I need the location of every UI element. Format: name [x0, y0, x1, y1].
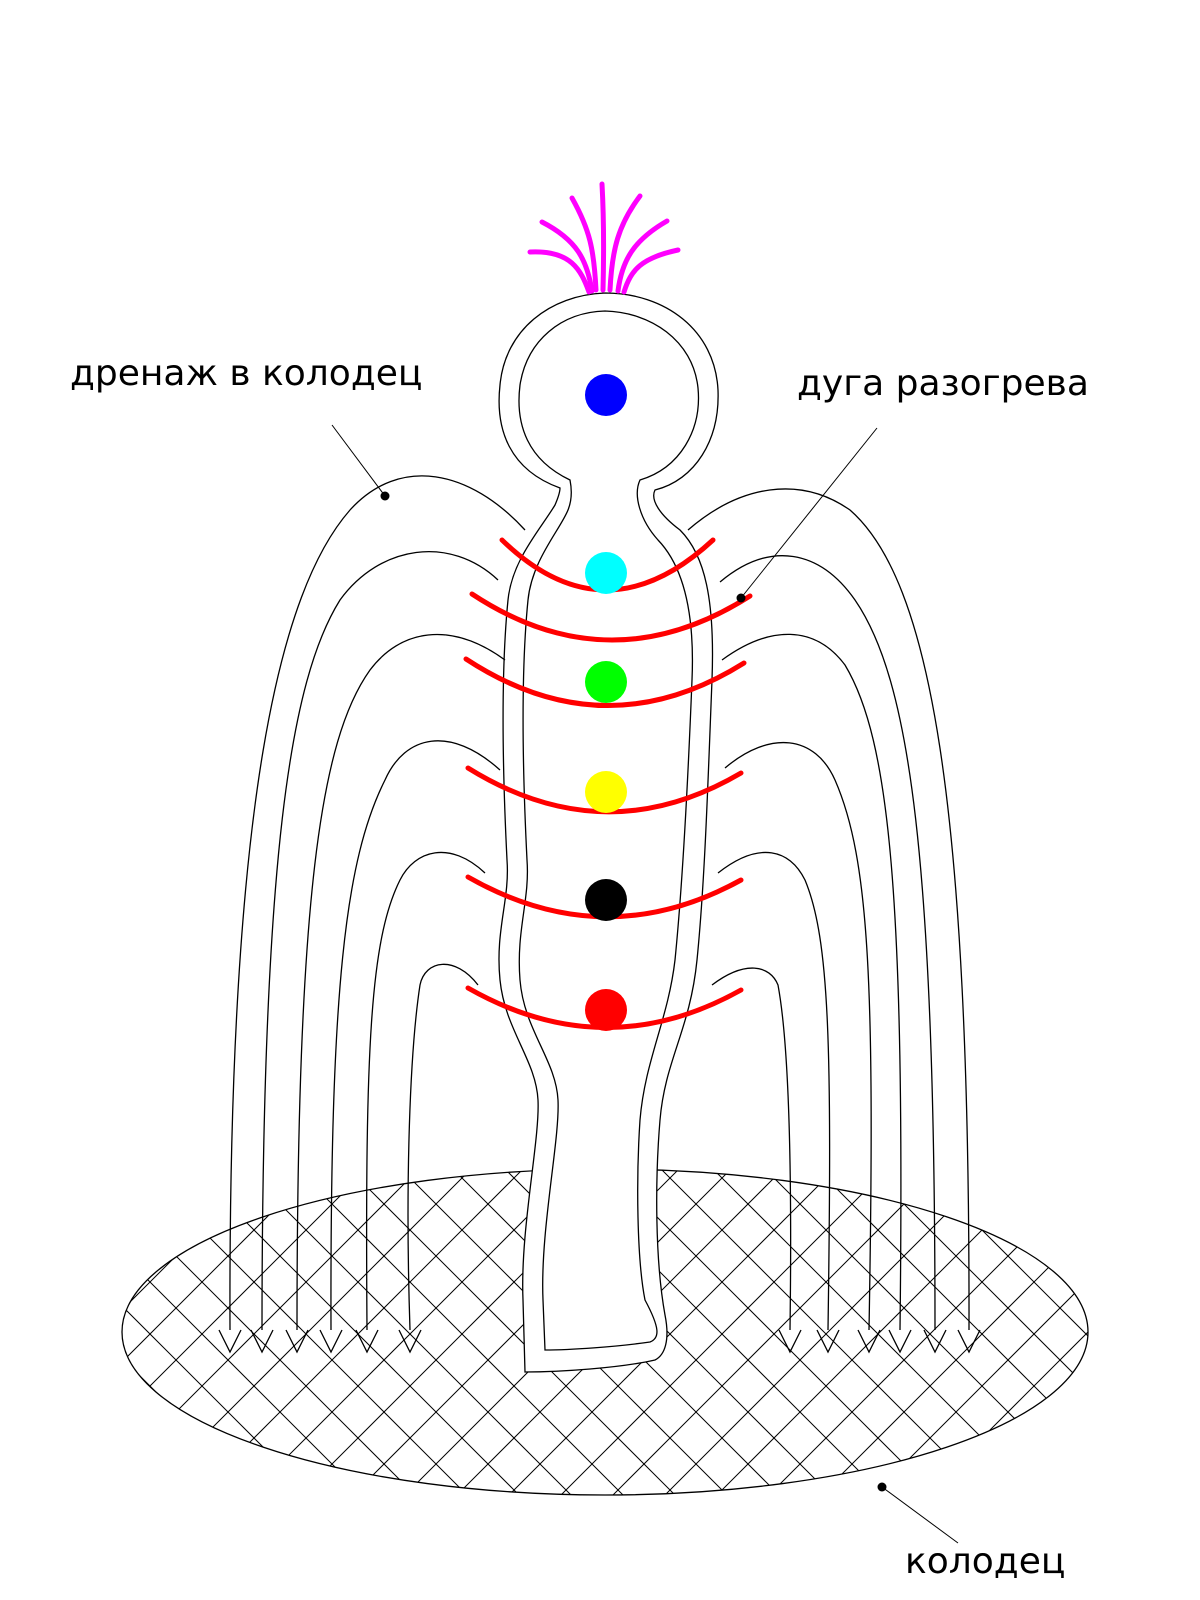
drainage-lines-right: [687, 488, 970, 1331]
hatch-line: [1112, 1100, 1200, 1600]
hatch-line: [122, 1169, 529, 1495]
arrowhead-icon: [957, 1329, 981, 1354]
hatch-line: [0, 1100, 20, 1600]
hatch-line: [435, 1169, 997, 1495]
arrowhead-icon: [816, 1329, 840, 1354]
drainage-arrowheads: [218, 1329, 981, 1354]
hatch-line: [122, 1169, 593, 1495]
sacral-chakra: [585, 879, 627, 921]
arrowhead-icon: [218, 1329, 242, 1354]
hatch-line: [603, 1169, 1088, 1495]
hatch-line: [122, 1169, 385, 1495]
hatch-line: [915, 1169, 1088, 1495]
heating-arc-2: [469, 591, 753, 643]
hatch-line: [1007, 1169, 1088, 1495]
hatch-line: [0, 1100, 72, 1600]
label-drainage-text: дренаж в колодец: [70, 353, 422, 394]
arrowhead-icon: [285, 1329, 309, 1354]
hatch-line: [707, 1169, 1088, 1495]
hatch-line: [122, 1169, 477, 1495]
hatch-line: [0, 1100, 60, 1600]
label-well-text: колодец: [905, 1541, 1065, 1582]
arrowhead-icon: [778, 1329, 802, 1354]
hatch-line: [122, 1169, 489, 1495]
hatch-line: [967, 1169, 1088, 1495]
arrowhead-icon: [319, 1329, 343, 1354]
body-figure: [498, 292, 719, 1373]
body-outer-contour: [498, 292, 719, 1373]
hatch-line: [655, 1169, 1088, 1495]
arrowhead-icon: [923, 1329, 947, 1354]
hatch-line: [955, 1169, 1088, 1495]
arrowhead-icon: [250, 1329, 274, 1354]
hatch-line: [122, 1169, 217, 1495]
label-heating-arc: дуга разогрева: [736, 363, 1089, 603]
heart-chakra: [585, 661, 627, 703]
hatch-line: [1071, 1169, 1088, 1495]
hatch-line: [1176, 1100, 1200, 1600]
hatch-line: [759, 1169, 1088, 1495]
hatch-line: [291, 1169, 853, 1495]
arrowhead-icon: [355, 1329, 379, 1354]
solar-plexus-chakra: [585, 771, 627, 813]
hatch-line: [331, 1169, 893, 1495]
hatch-line: [1124, 1100, 1200, 1600]
hatch-line: [851, 1169, 1088, 1495]
hatch-line: [747, 1169, 1088, 1495]
root-chakra: [585, 989, 627, 1031]
label-drainage-dot: [380, 491, 390, 501]
throat-chakra: [585, 552, 627, 594]
arrowhead-icon: [888, 1329, 912, 1354]
hatch-line: [591, 1169, 1088, 1495]
hatch-line: [122, 1169, 229, 1495]
arrowhead-icon: [857, 1329, 881, 1354]
hatch-line: [1164, 1100, 1200, 1600]
body-inner-contour: [518, 310, 700, 1351]
hatch-line: [695, 1169, 1088, 1495]
hatch-line: [227, 1169, 789, 1495]
label-heating-arc-text: дуга разогрева: [797, 363, 1089, 404]
hatch-line: [0, 1100, 8, 1600]
hatch-line: [279, 1169, 841, 1495]
drainage-lines-left: [229, 475, 526, 1331]
arrowhead-icon: [398, 1329, 422, 1354]
label-heating-arc-dot: [736, 593, 746, 603]
hatch-line: [643, 1169, 1088, 1495]
hatch-line: [383, 1169, 945, 1495]
hatch-line: [122, 1169, 541, 1495]
label-drainage-pointer: [331, 424, 386, 497]
hatch-line: [903, 1169, 1088, 1495]
hatch-line: [122, 1169, 125, 1495]
hatch-line: [1019, 1169, 1088, 1495]
heating-arc-3: [463, 656, 747, 708]
hatch-line: [122, 1169, 177, 1495]
label-heating-arc-pointer: [740, 427, 878, 599]
hatch-line: [122, 1169, 581, 1495]
hatch-line: [1059, 1169, 1088, 1495]
crown-chakra: [585, 374, 627, 416]
label-drainage: дренаж в колодец: [70, 353, 422, 501]
hatch-line: [239, 1169, 801, 1495]
chakras: [585, 374, 627, 1031]
label-well-pointer: [881, 1486, 959, 1544]
hatch-line: [122, 1169, 321, 1495]
label-well: колодец: [877, 1482, 1065, 1582]
hatch-line: [122, 1169, 425, 1495]
hatch-line: [799, 1169, 1088, 1495]
label-well-dot: [877, 1482, 887, 1492]
hatch-line: [343, 1169, 905, 1495]
hatch-line: [0, 1100, 112, 1600]
crown-rays: [527, 181, 681, 295]
hatch-line: [122, 1169, 165, 1495]
